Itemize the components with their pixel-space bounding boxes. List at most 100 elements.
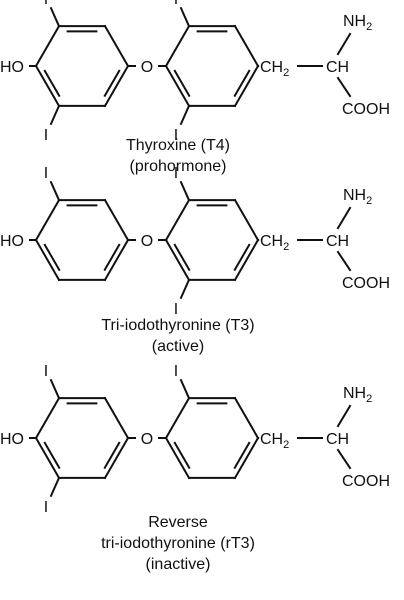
inner-ring-bond <box>164 64 191 108</box>
outer-ring-bond <box>103 64 130 108</box>
amine-label-subscript: 2 <box>366 393 372 405</box>
amine-label: NH2 <box>343 13 372 33</box>
amine-label-main: NH <box>343 187 366 204</box>
inner-iodine-bottom-label: I <box>174 301 178 318</box>
methylene-label-main: CH <box>260 59 283 76</box>
inner-iodine-top-label: I <box>174 165 178 182</box>
ether-oxygen-label: O <box>141 59 153 76</box>
amine-bond <box>336 404 352 428</box>
amine-label: NH2 <box>343 385 372 405</box>
inner-ring-double-bond <box>173 441 191 470</box>
structure-caption-line: (prohormone) <box>130 158 227 175</box>
outer-ring-double-bond <box>43 69 61 98</box>
outer-iodine-top-bond <box>49 180 61 202</box>
outer-ring-bond <box>34 198 61 242</box>
carboxyl-bond <box>336 76 352 98</box>
amine-bond <box>336 206 352 230</box>
outer-iodine-bottom-bond <box>49 104 61 126</box>
amine-bond <box>336 32 352 56</box>
outer-ring-bond <box>34 24 61 68</box>
carboxyl-label: COOH <box>342 473 390 490</box>
alpha-carbon-label: CH <box>326 431 349 448</box>
outer-ring-bond <box>103 436 130 480</box>
structure-1: HOOIIIICH2CHNH2COOHThyroxine (T4)(prohor… <box>0 0 390 175</box>
methylene-label-main: CH <box>260 431 283 448</box>
inner-ring-bond <box>233 198 260 242</box>
outer-iodine-top-bond <box>49 6 61 28</box>
inner-ring-double-bond <box>173 243 191 272</box>
outer-iodine-bottom-label: I <box>44 499 48 516</box>
structure-caption-line: (active) <box>152 338 204 355</box>
outer-iodine-bottom-label: I <box>44 127 48 144</box>
methylene-label-subscript: 2 <box>283 241 289 253</box>
outer-ring-double-bond <box>43 243 61 272</box>
outer-ring-double-bond <box>43 441 61 470</box>
inner-iodine-bottom-label: I <box>174 127 178 144</box>
inner-ring-bond <box>233 436 260 480</box>
outer-ring-bond <box>103 238 130 282</box>
outer-ring-bond <box>34 64 61 108</box>
inner-iodine-bottom-bond <box>179 278 191 300</box>
hydroxyl-label: HO <box>0 431 24 448</box>
structure-caption-line: tri-iodothyronine (rT3) <box>101 535 255 552</box>
inner-ring-bond <box>164 436 191 480</box>
inner-ring-bond <box>233 238 260 282</box>
alpha-carbon-label: CH <box>326 233 349 250</box>
amine-label-subscript: 2 <box>366 195 372 207</box>
outer-ring-bond <box>103 24 130 68</box>
hydroxyl-label: HO <box>0 59 24 76</box>
methylene-label: CH2 <box>260 59 289 79</box>
outer-ring-bond <box>103 396 130 440</box>
inner-iodine-top-label: I <box>174 363 178 380</box>
inner-ring-bond <box>233 396 260 440</box>
amine-label-main: NH <box>343 13 366 30</box>
structure-caption-line: Reverse <box>148 514 208 531</box>
inner-ring-double-bond <box>233 69 251 98</box>
inner-ring-double-bond <box>173 69 191 98</box>
inner-ring-bond <box>233 24 260 68</box>
methylene-label-main: CH <box>260 233 283 250</box>
inner-ring-double-bond <box>233 243 251 272</box>
inner-iodine-top-label: I <box>174 0 178 8</box>
alpha-carbon-label: CH <box>326 59 349 76</box>
ether-oxygen-label: O <box>141 233 153 250</box>
carboxyl-bond <box>336 250 352 272</box>
outer-ring-bond <box>103 198 130 242</box>
inner-iodine-top-bond <box>179 6 191 28</box>
outer-iodine-top-label: I <box>44 363 48 380</box>
methylene-label: CH2 <box>260 233 289 253</box>
outer-iodine-top-label: I <box>44 0 48 8</box>
outer-ring-bond <box>34 396 61 440</box>
outer-ring-double-bond <box>103 69 121 98</box>
inner-ring-bond <box>164 396 191 440</box>
outer-ring-double-bond <box>103 243 121 272</box>
outer-iodine-bottom-bond <box>49 476 61 498</box>
structure-caption-line: (inactive) <box>146 556 211 573</box>
outer-ring-bond <box>34 436 61 480</box>
inner-iodine-bottom-bond <box>179 104 191 126</box>
carboxyl-bond <box>336 448 352 470</box>
outer-iodine-top-bond <box>49 378 61 400</box>
ether-oxygen-label: O <box>141 431 153 448</box>
hydroxyl-label: HO <box>0 233 24 250</box>
methylene-label-subscript: 2 <box>283 439 289 451</box>
inner-ring-bond <box>164 24 191 68</box>
amine-label-main: NH <box>343 385 366 402</box>
inner-ring-bond <box>164 198 191 242</box>
structure-caption-line: Thyroxine (T4) <box>126 137 230 154</box>
inner-ring-bond <box>233 64 260 108</box>
structure-caption-line: Tri-iodothyronine (T3) <box>101 317 254 334</box>
outer-iodine-top-label: I <box>44 165 48 182</box>
inner-ring-bond <box>164 238 191 282</box>
inner-iodine-top-bond <box>179 378 191 400</box>
methylene-label: CH2 <box>260 431 289 451</box>
carboxyl-label: COOH <box>342 275 390 292</box>
amine-label: NH2 <box>343 187 372 207</box>
outer-ring-bond <box>34 238 61 282</box>
carboxyl-label: COOH <box>342 101 390 118</box>
inner-iodine-top-bond <box>179 180 191 202</box>
